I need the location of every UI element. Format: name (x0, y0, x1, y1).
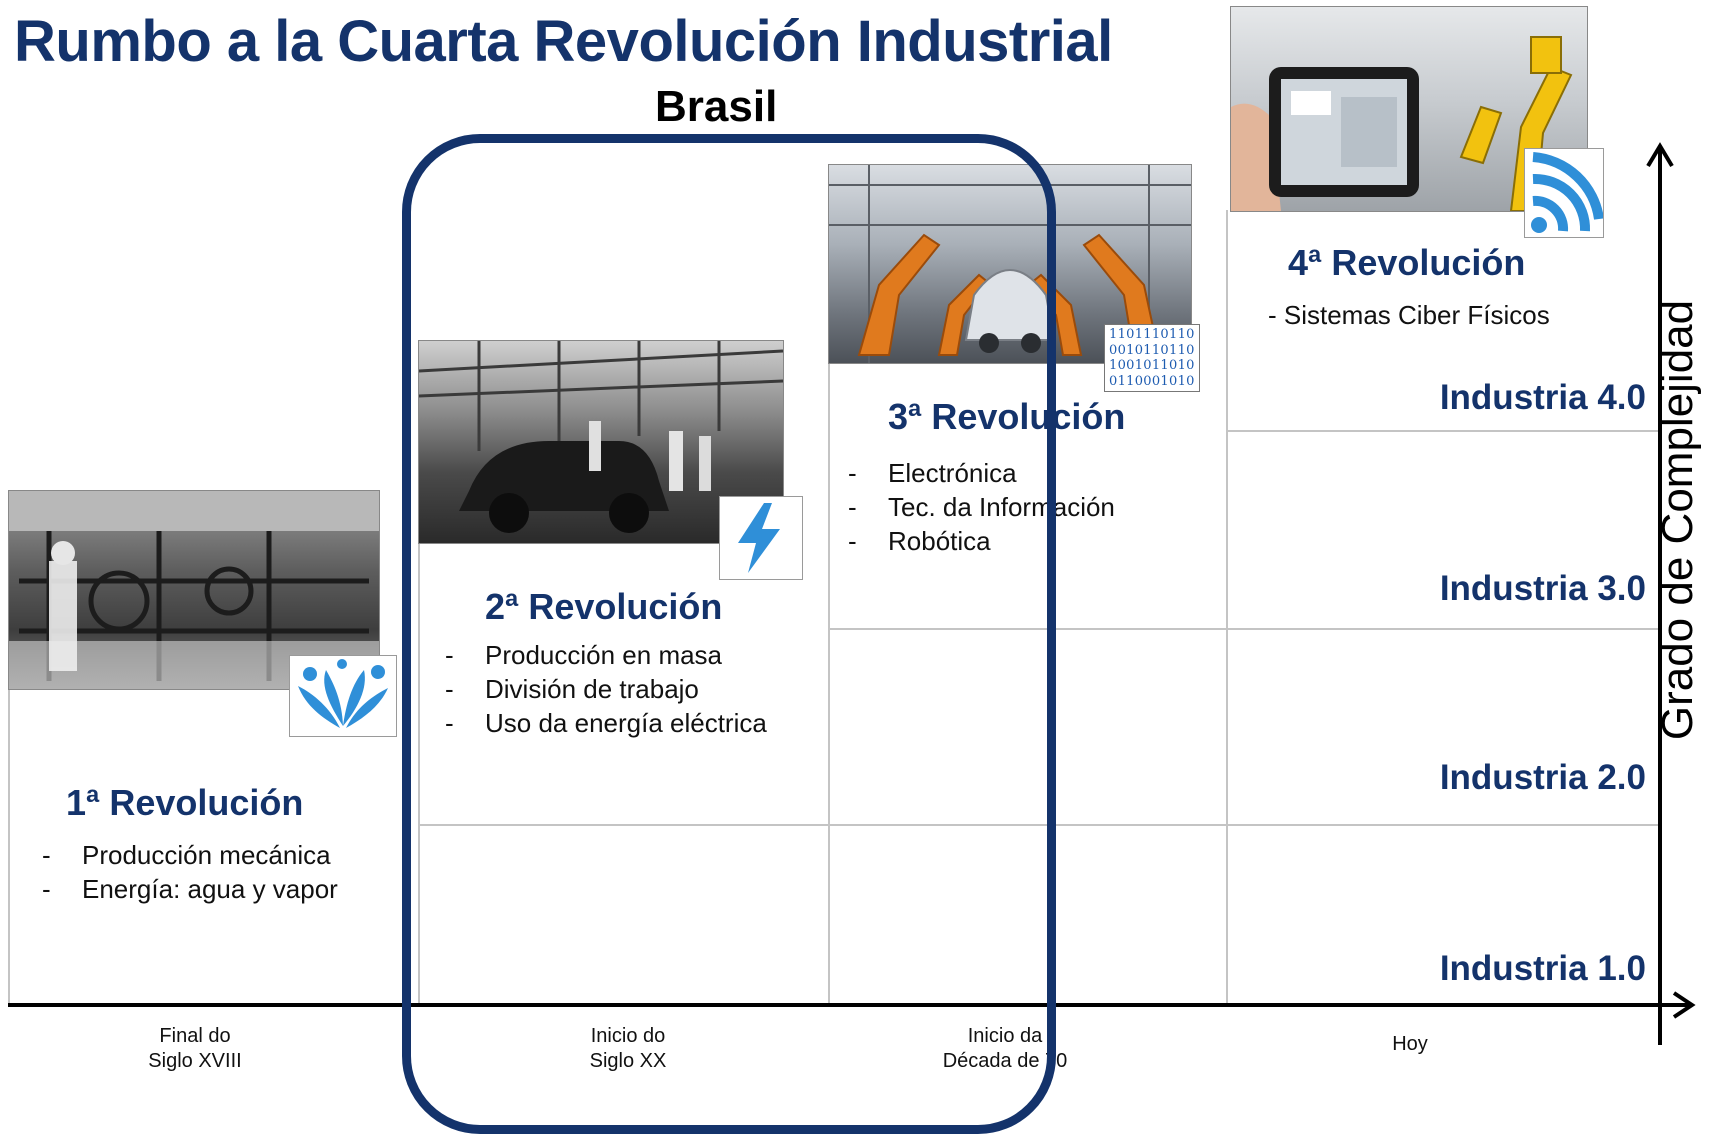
revolution-2-title: 2ª Revolución (485, 586, 723, 627)
tablet-factory-photo (1230, 6, 1588, 212)
page-subtitle: Brasil (655, 82, 778, 131)
list-item: Uso da energía eléctrica (445, 706, 767, 740)
list-item: Producción mecánica (42, 838, 338, 872)
list-item: Electrónica (848, 456, 1115, 490)
grid-line (418, 824, 1660, 826)
grid-line (8, 688, 10, 1004)
list-item: Energía: agua y vapor (42, 872, 338, 906)
x-axis-arrow (1672, 991, 1696, 1019)
grid-line (828, 360, 830, 1004)
binary-code-icon: 1101110110 0010110110 1001011010 0110001… (1104, 324, 1200, 392)
revolution-3-title: 3ª Revolución (888, 396, 1126, 437)
grid-line (828, 628, 1660, 630)
list-item: Producción en masa (445, 638, 767, 672)
y-axis-label: Grado de Complejidad (1653, 299, 1702, 741)
list-item: - Sistemas Ciber Físicos (1268, 300, 1550, 330)
brasil-highlight-frame (402, 134, 1056, 1134)
grid-line (418, 540, 420, 1004)
revolution-4-title: 4ª Revolución (1288, 242, 1526, 283)
revolution-4-bullets: - Sistemas Ciber Físicos (1268, 298, 1550, 332)
list-item: Robótica (848, 524, 1115, 558)
axes (8, 142, 1696, 1045)
level-label-3: Industria 3.0 (1439, 569, 1646, 608)
wireless-signal-icon (1524, 148, 1604, 238)
page-title: Rumbo a la Cuarta Revolución Industrial (14, 9, 1113, 74)
list-item: División de trabajo (445, 672, 767, 706)
water-splash-icon (289, 655, 397, 737)
revolution-1-title: 1ª Revolución (66, 782, 304, 823)
lightning-bolt-icon (719, 496, 803, 580)
grid-line (1228, 430, 1660, 432)
revolution-1-bullets: Producción mecánica Energía: agua y vapo… (42, 838, 338, 906)
list-item: Tec. da Información (848, 490, 1115, 524)
revolution-2-bullets: Producción en masa División de trabajo U… (445, 638, 767, 740)
y-axis-arrow (1646, 142, 1674, 168)
x-tick-label: Hoy (1392, 1033, 1428, 1055)
revolution-3-bullets: Electrónica Tec. da Información Robótica (848, 456, 1115, 558)
level-label-1: Industria 1.0 (1439, 949, 1646, 988)
level-label-2: Industria 2.0 (1439, 758, 1646, 797)
grid-line (1226, 210, 1228, 1004)
level-label-4: Industria 4.0 (1439, 378, 1646, 417)
